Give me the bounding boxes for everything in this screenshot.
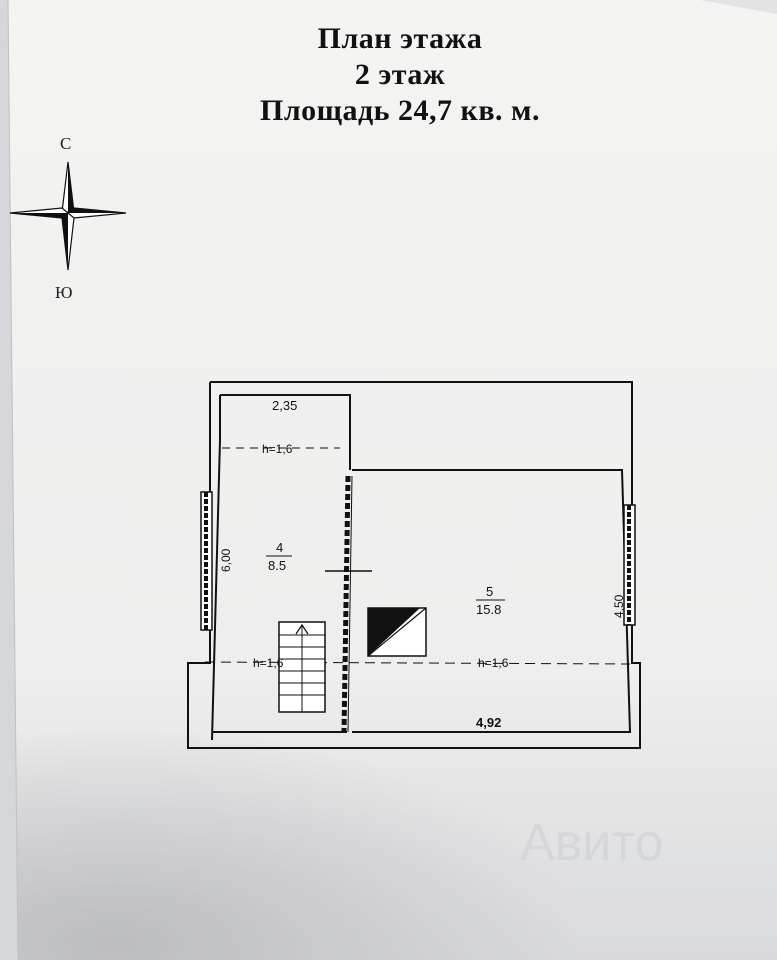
left-room-area: 8.5 bbox=[268, 558, 286, 573]
right-room-bottom-dimension: 4,92 bbox=[476, 715, 501, 730]
right-room-ceiling: h=1,6 bbox=[478, 656, 509, 670]
area-label: Площадь 24,7 кв. м. bbox=[260, 94, 540, 127]
watermark: Авито bbox=[520, 814, 664, 872]
compass-rose-icon bbox=[9, 161, 127, 271]
top-width-label: 2,35 bbox=[272, 398, 297, 413]
left-room-side-dimension: 6,00 bbox=[219, 548, 233, 572]
plan-title: План этажа bbox=[317, 22, 483, 55]
right-room-area: 15.8 bbox=[476, 602, 501, 617]
left-room-ceiling-top: h=1,6 bbox=[262, 442, 293, 456]
compass-south-label: Ю bbox=[55, 283, 73, 302]
floor-label: 2 этаж bbox=[354, 58, 446, 91]
compass-north-label: С bbox=[60, 134, 72, 153]
right-room-number: 5 bbox=[486, 584, 493, 599]
right-room-side-dimension: 4,50 bbox=[612, 594, 626, 618]
left-room-ceiling-bottom: h=1,6 bbox=[253, 656, 284, 670]
left-room-number: 4 bbox=[276, 540, 283, 555]
floor-plan bbox=[187, 381, 641, 749]
